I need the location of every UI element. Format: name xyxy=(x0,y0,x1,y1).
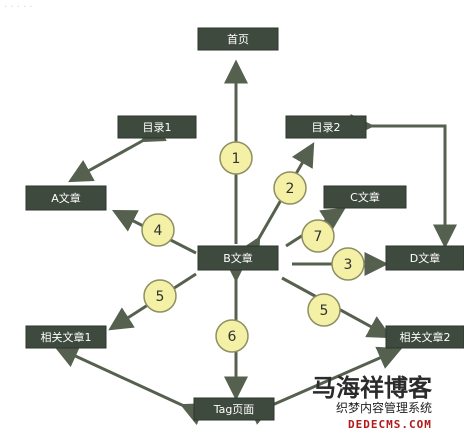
node-related1: 相关文章1 xyxy=(25,325,107,349)
edge-tag-related2 xyxy=(247,346,403,425)
badge-4-label: 4 xyxy=(154,223,163,239)
edges xyxy=(53,59,457,426)
node-article-b: B文章 xyxy=(197,245,279,271)
badge-3: 3 xyxy=(331,247,365,281)
node-article-b-label: B文章 xyxy=(223,251,253,265)
badge-1: 1 xyxy=(219,141,253,175)
badge-6: 6 xyxy=(215,319,249,353)
watermark-url: DEDECMS.COM xyxy=(348,418,432,431)
node-article-d: D文章 xyxy=(385,245,464,271)
watermark-subtitle: 织梦内容管理系统 xyxy=(336,400,432,415)
edge-tag-related1 xyxy=(53,345,207,426)
badge-5-left: 5 xyxy=(143,279,177,313)
node-article-c: C文章 xyxy=(323,185,407,209)
badge-2: 2 xyxy=(273,171,307,205)
edge-catalog1-a xyxy=(68,120,167,183)
node-home: 首页 xyxy=(197,27,279,51)
node-catalog2-label: 目录2 xyxy=(312,121,341,134)
node-related2-label: 相关文章2 xyxy=(400,330,451,344)
badge-3-label: 3 xyxy=(344,257,353,273)
badge-7: 7 xyxy=(301,219,335,253)
badge-5-right: 5 xyxy=(307,293,341,327)
node-home-label: 首页 xyxy=(227,32,249,46)
node-tag-page: Tag页面 xyxy=(193,397,275,421)
node-related1-label: 相关文章1 xyxy=(41,330,92,344)
node-article-c-label: C文章 xyxy=(350,190,380,204)
badge-6-label: 6 xyxy=(228,329,237,345)
badge-5-left-label: 5 xyxy=(156,289,165,305)
watermark-title: 马海祥博客 xyxy=(312,373,433,402)
node-catalog2: 目录2 xyxy=(285,115,367,139)
badge-1-label: 1 xyxy=(232,151,241,167)
badge-5-right-label: 5 xyxy=(320,303,329,319)
watermark: 马海祥博客 织梦内容管理系统 DEDECMS.COM xyxy=(312,373,433,431)
node-related2: 相关文章2 xyxy=(385,325,464,349)
node-tag-page-label: Tag页面 xyxy=(213,403,255,416)
badge-2-label: 2 xyxy=(286,181,295,197)
node-catalog1: 目录1 xyxy=(117,115,197,139)
node-article-a: A文章 xyxy=(25,185,107,211)
header-faint-text: · · · · · xyxy=(4,2,33,13)
badge-7-label: 7 xyxy=(314,229,323,245)
edge-catalog2-d xyxy=(350,114,457,249)
badge-4: 4 xyxy=(141,213,175,247)
node-article-d-label: D文章 xyxy=(410,251,440,265)
node-catalog1-label: 目录1 xyxy=(143,121,172,134)
node-article-a-label: A文章 xyxy=(51,191,81,205)
